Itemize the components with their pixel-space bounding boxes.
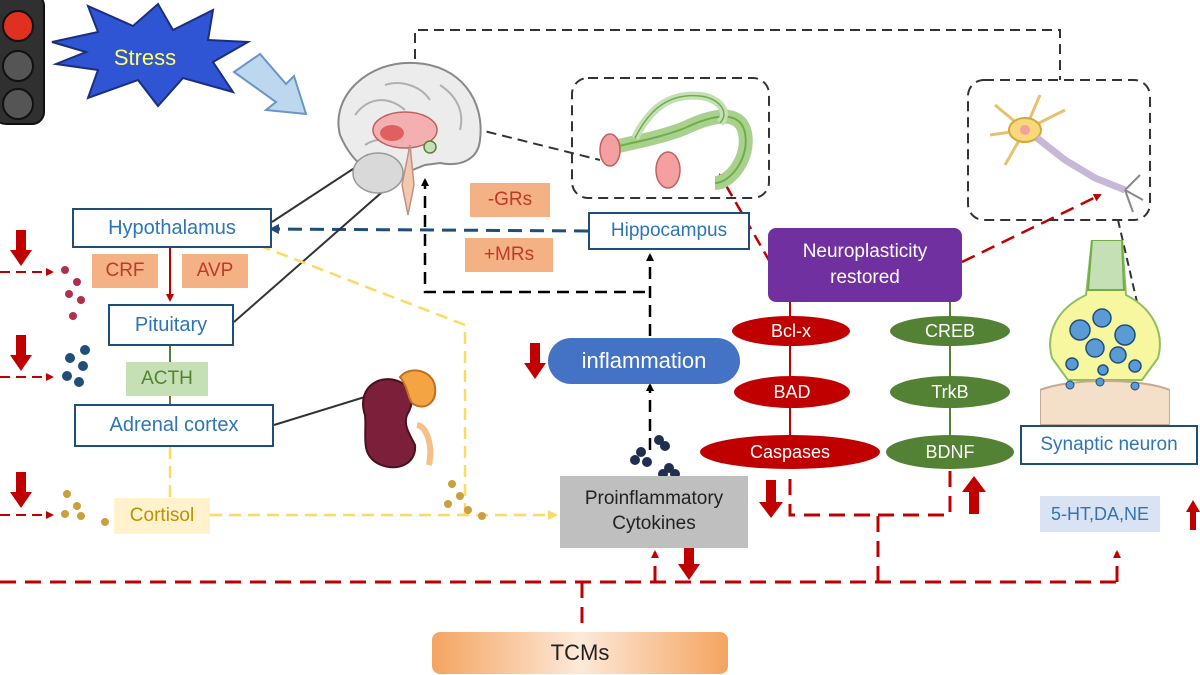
neuron-icon: [989, 94, 1144, 213]
neuron-to-synapse-line: [1117, 219, 1141, 316]
left-input-arrows: [0, 268, 54, 519]
traffic-light-icon: [0, 0, 45, 125]
cytokines-line-1: Proinflammatory: [584, 488, 724, 510]
neuron-image-frame: [967, 79, 1151, 221]
cortisol-label: Cortisol: [114, 498, 210, 534]
stress-arrow-icon: [232, 52, 308, 116]
neuroplasticity-line-2: restored: [830, 267, 900, 288]
monoamines-label: 5-HT,DA,NE: [1040, 496, 1160, 532]
neuroplasticity-box: Neuroplasticity restored: [768, 228, 962, 302]
brain-icon: [337, 61, 482, 216]
neuroplasticity-to-hippocampus-arrow: [718, 173, 772, 263]
cortisol-dots: [444, 480, 486, 520]
brain-neuron-dashed-loop: [414, 29, 1061, 161]
bad-ellipse: BAD: [734, 376, 850, 408]
pituitary-box: Pituitary: [108, 304, 234, 346]
hypothalamus-box: Hypothalamus: [72, 208, 272, 248]
hippocampus-icon: [599, 91, 753, 190]
tcms-box: TCMs: [432, 632, 728, 674]
stress-burst-icon: [51, 2, 252, 108]
down-arrow-icon: [524, 343, 546, 379]
kidney-adrenal-icon: [362, 369, 437, 469]
creb-ellipse: CREB: [890, 316, 1010, 346]
bcl-x-ellipse: Bcl-x: [732, 316, 850, 346]
neuroplasticity-to-neuron-arrow: [961, 193, 1102, 264]
cytokine-molecules: [630, 435, 680, 479]
acth-label: ACTH: [126, 362, 208, 396]
synapse-icon: [1040, 240, 1170, 425]
bdnf-ellipse: BDNF: [886, 435, 1014, 469]
caspases-ellipse: Caspases: [700, 435, 880, 469]
synaptic-neuron-box: Synaptic neuron: [1020, 425, 1198, 465]
cortisol-pathway: [168, 237, 558, 520]
hippocampus-to-hypothalamus-arrow: [269, 224, 589, 235]
tcm-network: [0, 470, 1121, 632]
down-arrow-icon: [759, 480, 783, 518]
inflammation-feedback-lines: [421, 178, 654, 450]
neuroplasticity-line-1: Neuroplasticity: [802, 241, 928, 263]
down-arrow-icon: [10, 335, 32, 371]
proinflammatory-cytokines-box: Proinflammatory Cytokines: [560, 476, 748, 548]
adrenal-cortex-box: Adrenal cortex: [74, 404, 274, 447]
avp-label: AVP: [182, 254, 248, 288]
down-arrow-icon: [10, 230, 32, 266]
hippocampus-image-frame: [571, 77, 770, 199]
down-arrow-icon: [678, 544, 700, 580]
stress-label: Stress: [113, 45, 177, 70]
inflammation-pill: inflammation: [548, 338, 740, 384]
cytokines-line-2: Cytokines: [612, 513, 696, 534]
hippocampus-box: Hippocampus: [588, 212, 750, 250]
up-arrow-icon: [962, 476, 986, 514]
trkb-ellipse: TrkB: [890, 376, 1010, 408]
down-arrow-icon: [10, 472, 32, 508]
plus-mrs-label: +MRs: [465, 238, 553, 272]
up-arrow-icon: [1186, 500, 1200, 530]
minus-grs-label: -GRs: [470, 183, 550, 217]
crf-label: CRF: [92, 254, 158, 288]
molecule-dots: [61, 266, 109, 526]
